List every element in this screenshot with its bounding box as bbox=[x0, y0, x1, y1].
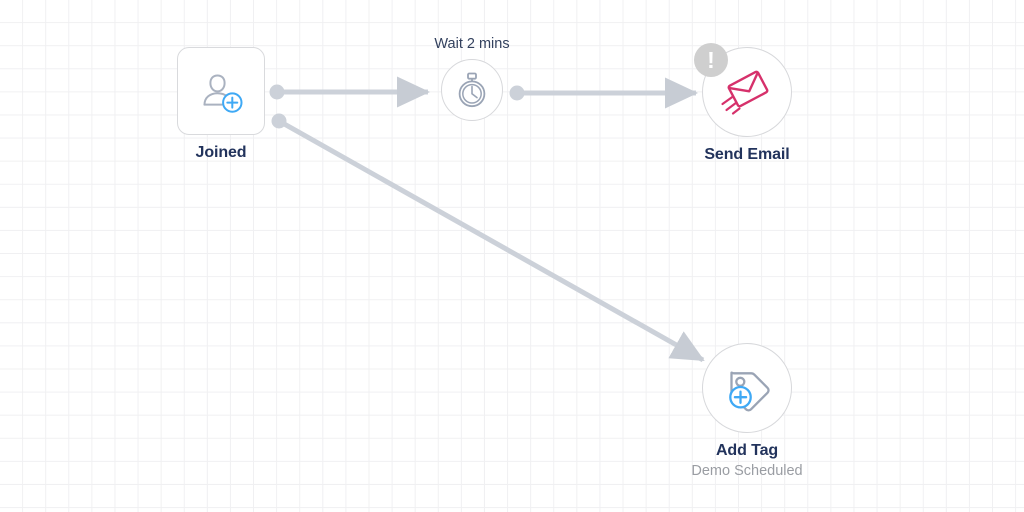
joined-node-title: Joined bbox=[195, 144, 247, 161]
flying-envelope-icon bbox=[719, 65, 775, 119]
edge-joined-to-add-tag bbox=[271, 113, 705, 363]
warning-badge-icon[interactable]: ! bbox=[694, 43, 728, 77]
add-tag-node-shape[interactable] bbox=[702, 343, 792, 433]
person-add-icon bbox=[195, 66, 247, 116]
joined-node-shape[interactable] bbox=[177, 47, 265, 135]
send-email-node-title: Send Email bbox=[704, 146, 790, 163]
node-joined[interactable]: Joined bbox=[177, 47, 265, 162]
stopwatch-icon bbox=[455, 71, 489, 109]
add-tag-node-title: Add Tag bbox=[715, 442, 779, 459]
wait-node-label: Wait 2 mins bbox=[434, 36, 510, 52]
wait-node-shape[interactable] bbox=[441, 59, 503, 121]
add-tag-node-subtitle: Demo Scheduled bbox=[691, 463, 803, 479]
tag-add-icon bbox=[720, 362, 774, 414]
send-email-node-shape[interactable]: ! bbox=[694, 43, 792, 137]
node-add-tag[interactable]: Add Tag Demo Scheduled bbox=[672, 343, 822, 479]
node-wait[interactable]: Wait 2 mins bbox=[397, 36, 547, 121]
node-send-email[interactable]: ! Send bbox=[672, 43, 822, 164]
